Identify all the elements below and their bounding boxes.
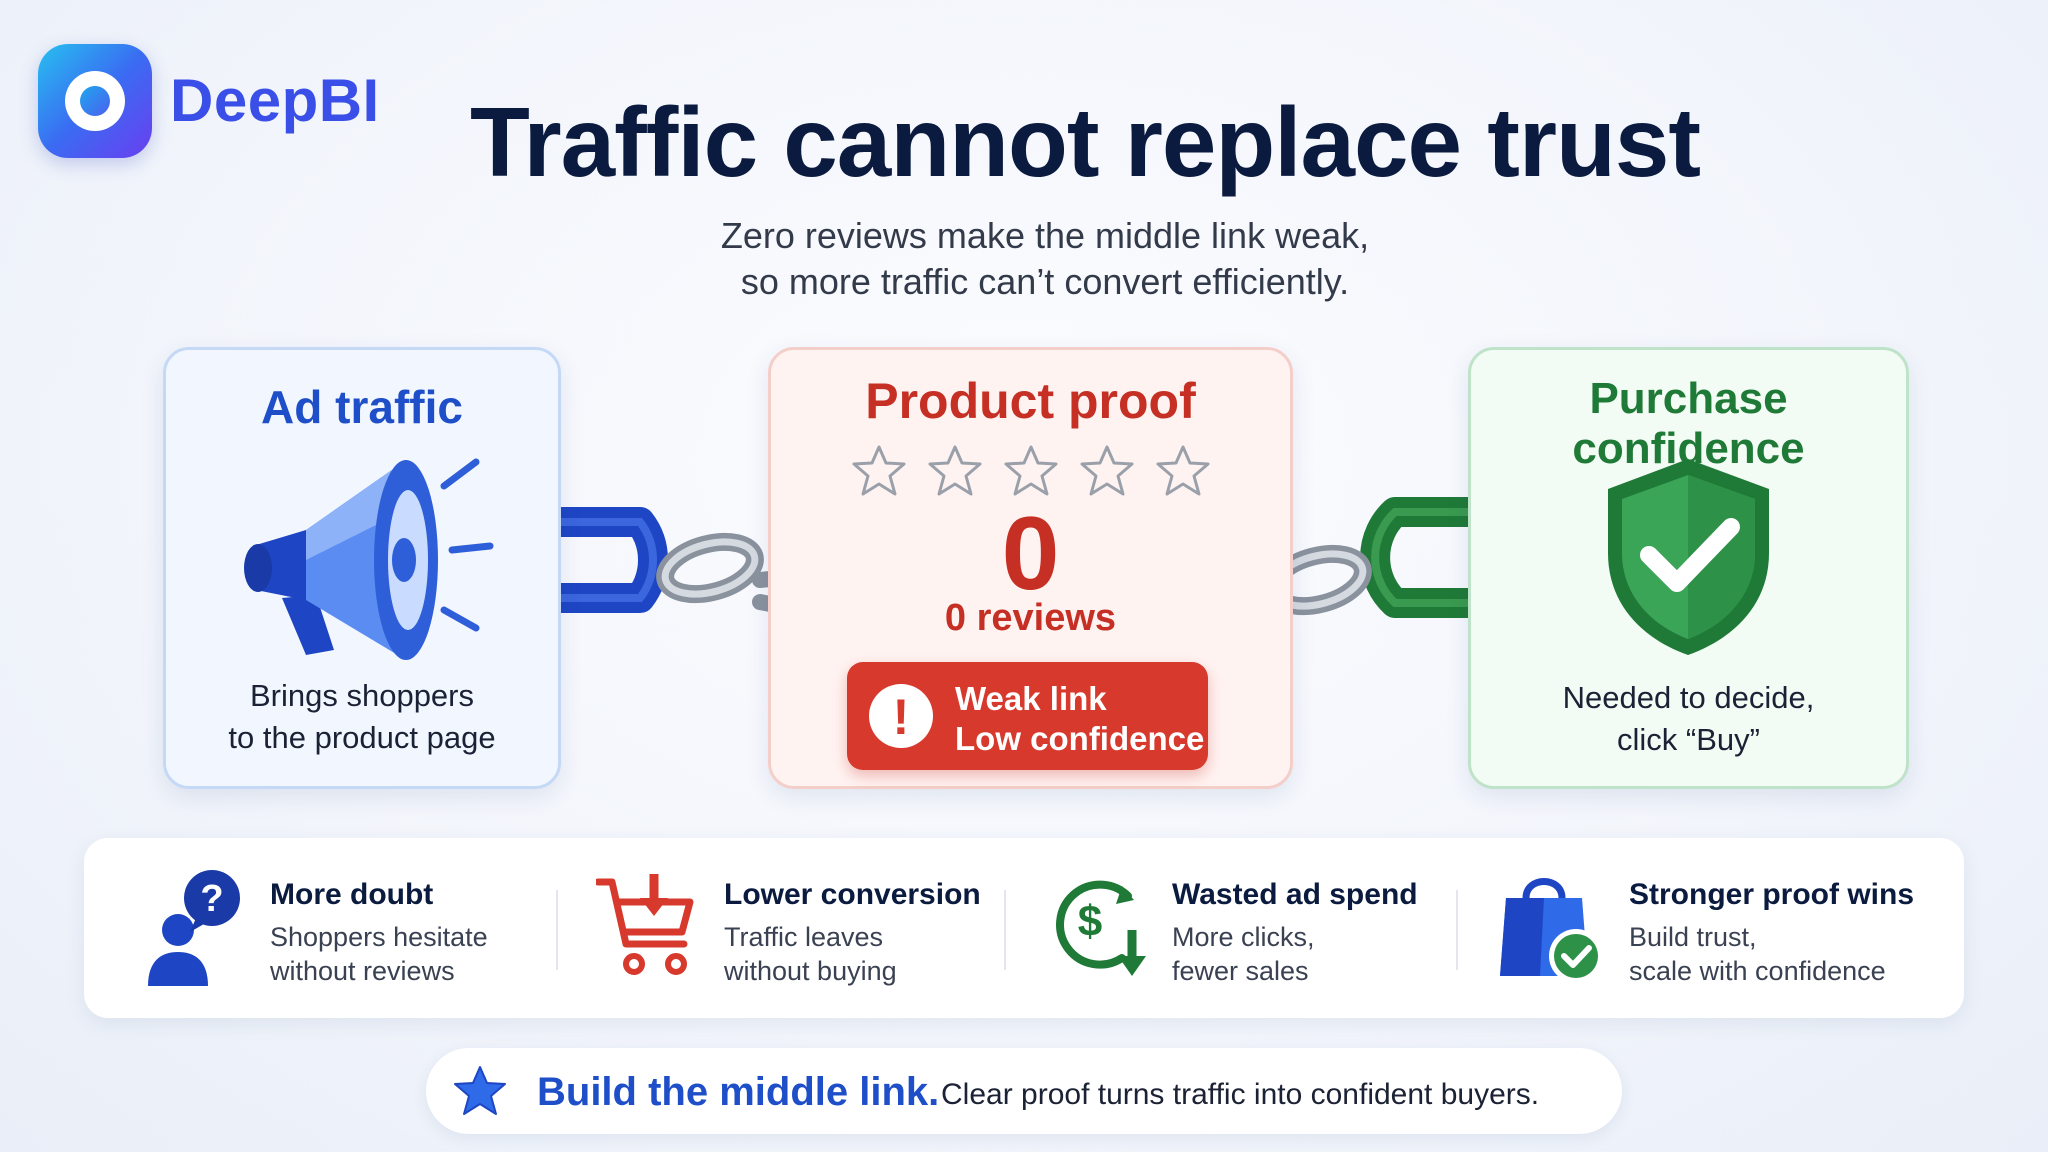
- impact-title-proof: Stronger proof wins: [1629, 878, 1914, 911]
- impact-desc-doubt: Shoppers hesitate without reviews: [270, 920, 488, 988]
- logo-icon: [38, 44, 152, 158]
- cta-text: Clear proof turns traffic into confident…: [941, 1078, 1540, 1111]
- subtitle-line-2: so more traffic can’t convert efficientl…: [740, 261, 1350, 302]
- impact-desc-conversion: Traffic leaves without buying: [724, 920, 897, 988]
- card-proof-title: Product proof: [865, 373, 1196, 429]
- star-icon: [454, 1066, 506, 1115]
- card-conf-desc-line-1: Needed to decide,: [1562, 680, 1815, 715]
- impact-desc-conversion-line-1: Traffic leaves: [724, 922, 884, 952]
- impact-divider: [556, 890, 558, 970]
- alert-icon: !: [869, 684, 933, 748]
- chain-link-green: [1360, 497, 1468, 618]
- impact-desc-proof: Build trust, scale with confidence: [1629, 920, 1886, 988]
- page-subtitle: Zero reviews make the middle link weak, …: [0, 213, 2048, 305]
- impact-title-conversion: Lower conversion: [724, 878, 981, 911]
- brand-name: DeepBI: [170, 67, 380, 134]
- impact-desc-doubt-line-1: Shoppers hesitate: [270, 922, 488, 952]
- impact-desc-spend: More clicks, fewer sales: [1172, 920, 1315, 988]
- star-outline-icon: [928, 445, 982, 496]
- page-title: Traffic cannot replace trust: [469, 87, 1701, 197]
- impact-title-spend: Wasted ad spend: [1172, 878, 1418, 911]
- star-outline-icon: [1156, 445, 1210, 496]
- subtitle-line-1: Zero reviews make the middle link weak,: [720, 215, 1370, 256]
- dollar-down-icon: $: [1056, 880, 1146, 976]
- low-confidence-label: Low confidence: [955, 720, 1205, 757]
- impact-desc-conversion-line-2: without buying: [724, 956, 897, 986]
- impact-divider: [1456, 890, 1458, 970]
- card-purchase-confidence: Purchase confidence Needed to decide, cl…: [1468, 347, 1909, 789]
- cta-banner: Build the middle link. Clear proof turns…: [426, 1048, 1622, 1134]
- card-conf-desc: Needed to decide, click “Buy”: [1471, 677, 1906, 761]
- card-ad-desc-line-1: Brings shoppers: [249, 678, 474, 713]
- megaphone-icon: [244, 458, 494, 660]
- impact-desc-proof-line-2: scale with confidence: [1629, 956, 1886, 986]
- card-conf-desc-line-2: click “Buy”: [1617, 722, 1760, 757]
- person-question-icon: ?: [148, 870, 240, 986]
- impact-title-doubt: More doubt: [270, 878, 434, 911]
- chain-link-blue: [555, 507, 668, 613]
- card-ad-title: Ad traffic: [261, 381, 463, 433]
- weak-link-badge: ! Weak link Low confidence: [847, 662, 1208, 770]
- shield-check-icon: [1608, 459, 1769, 655]
- review-count: 0: [1001, 496, 1060, 612]
- impact-divider: [1004, 890, 1006, 970]
- star-outline-icon: [1080, 445, 1134, 496]
- weak-link-label: Weak link: [955, 680, 1107, 717]
- impact-desc-spend-line-2: fewer sales: [1172, 956, 1309, 986]
- star-outline-icon: [852, 445, 906, 496]
- card-ad-desc: Brings shoppers to the product page: [166, 675, 558, 759]
- impact-desc-proof-line-1: Build trust,: [1629, 922, 1757, 952]
- card-ad-desc-line-2: to the product page: [228, 720, 496, 755]
- card-ad-traffic: Ad traffic Brings shoppers to the produc…: [163, 347, 561, 789]
- impact-desc-doubt-line-2: without reviews: [270, 956, 455, 986]
- card-product-proof: Product proof 0 0 reviews ! Weak link Lo…: [768, 347, 1293, 789]
- impact-desc-spend-line-1: More clicks,: [1172, 922, 1315, 952]
- star-outline-icon: [1004, 445, 1058, 496]
- cart-down-icon: [596, 874, 694, 975]
- svg-text:$: $: [1078, 897, 1102, 946]
- bag-check-icon: [1500, 878, 1603, 983]
- cta-headline: Build the middle link.: [537, 1070, 940, 1114]
- impact-strip: ? More doubt Shoppers hesitate without r…: [84, 838, 1964, 1018]
- rating-stars: [851, 443, 1211, 499]
- reviews-label: 0 reviews: [944, 597, 1117, 639]
- svg-text:?: ?: [200, 878, 223, 920]
